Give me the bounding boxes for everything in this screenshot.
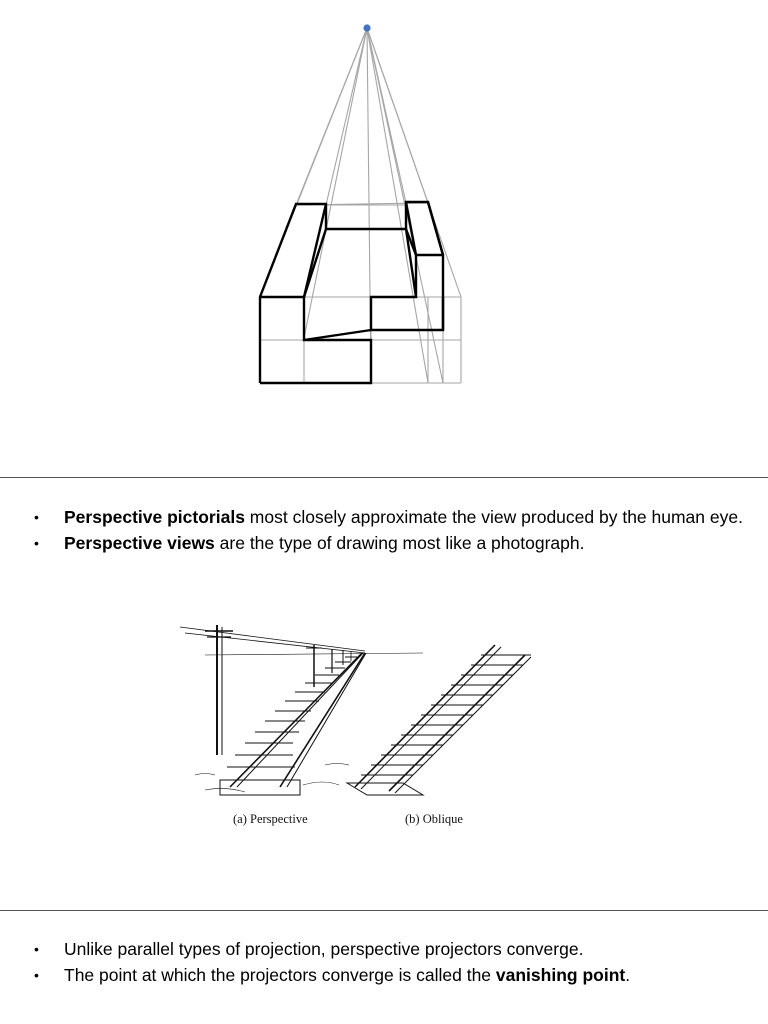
vanishing-point-dot: [363, 24, 371, 32]
bullet-bold-term: Perspective pictorials: [64, 507, 245, 527]
caption-oblique: (b) Oblique: [405, 812, 463, 826]
bullet-bold-term: vanishing point: [495, 965, 626, 985]
perspective-railroad-drawing: [179, 625, 424, 796]
block-outline: [258, 200, 445, 385]
bullet-text: The point at which the projectors conver…: [64, 965, 496, 985]
bullet-text: are the type of drawing most like a phot…: [214, 533, 585, 553]
slide2-bullet-2: • Perspective views are the type of draw…: [34, 531, 764, 555]
slide3-bullet-1: • Unlike parallel types of projection, p…: [34, 937, 764, 961]
slide3-bullet-2: • The point at which the projectors conv…: [34, 963, 764, 987]
railroad-illustrations: [179, 625, 532, 796]
slide3-bullets: • Unlike parallel types of projection, p…: [0, 937, 764, 987]
bullet-dot: •: [34, 941, 39, 957]
perspective-block-figure: [258, 24, 462, 385]
slide-divider-1: [0, 477, 768, 478]
bullet-bold-term: Perspective views: [64, 533, 215, 553]
oblique-railroad-drawing: [345, 644, 532, 796]
caption-perspective: (a) Perspective: [233, 812, 308, 826]
bullet-dot: •: [34, 509, 39, 525]
bullet-text: Unlike parallel types of projection, per…: [64, 939, 584, 959]
slide2-bullet-1: • Perspective pictorials most closely ap…: [34, 505, 764, 529]
slide-divider-2: [0, 910, 768, 911]
bullet-text-end: .: [625, 965, 631, 985]
bullet-dot: •: [34, 535, 39, 551]
bullet-dot: •: [34, 967, 39, 983]
slide2-bullets: • Perspective pictorials most closely ap…: [0, 505, 764, 555]
bullet-text: most closely approximate the view produc…: [244, 507, 743, 527]
